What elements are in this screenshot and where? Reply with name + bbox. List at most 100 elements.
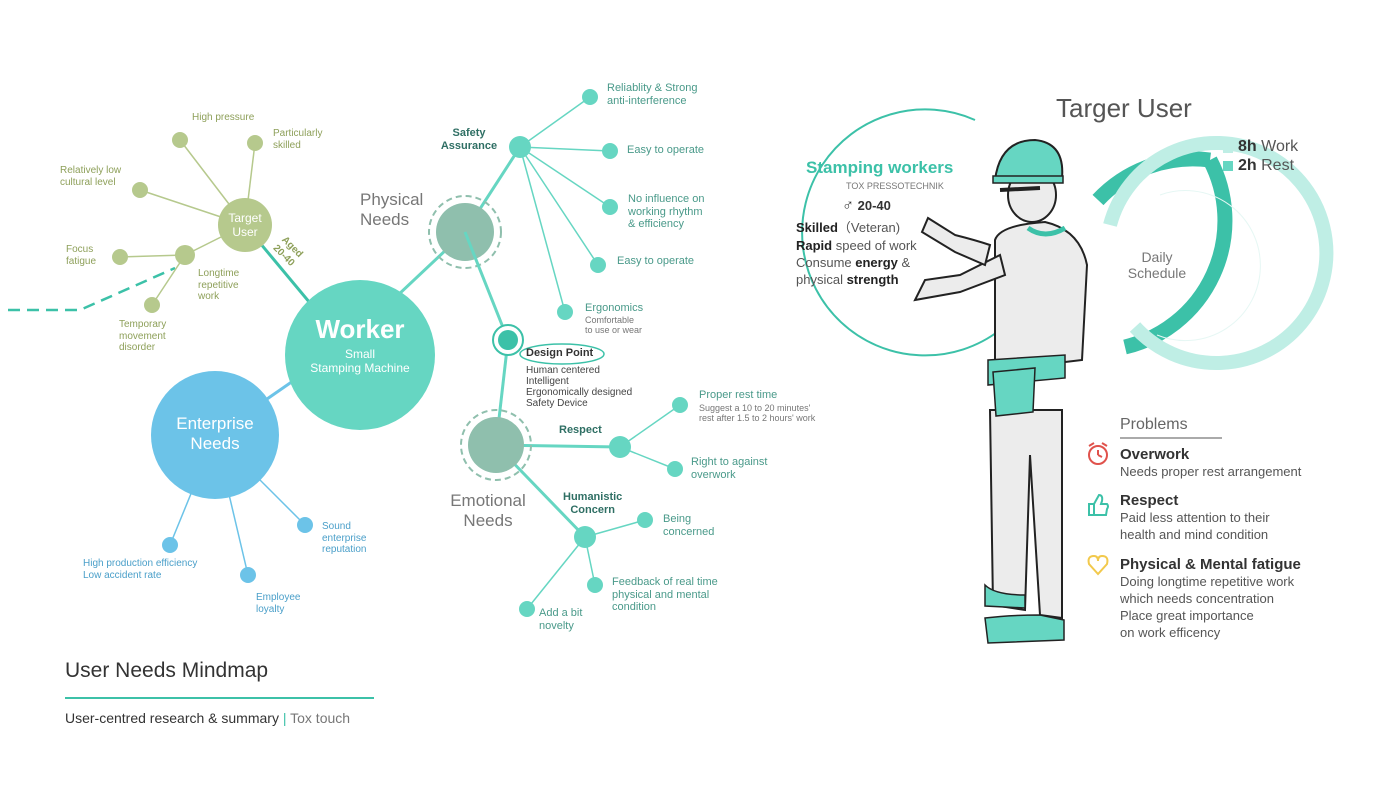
node-emotional-needs bbox=[468, 417, 524, 473]
legend-work-swatch bbox=[1223, 143, 1233, 153]
node-employee-loyalty bbox=[240, 567, 256, 583]
gender-icon: ♂ bbox=[842, 197, 854, 214]
label-feedback: Feedback of real time physical and menta… bbox=[612, 576, 718, 614]
schedule-work-arc bbox=[1123, 156, 1233, 355]
node-ergonomics bbox=[557, 304, 573, 320]
node-respect bbox=[609, 436, 631, 458]
label-novelty: Add a bit novelty bbox=[539, 607, 583, 632]
node-proper-rest bbox=[672, 397, 688, 413]
schedule-work-label: Work bbox=[1261, 138, 1299, 155]
node-reliability bbox=[582, 89, 598, 105]
label-design-point: Design Point bbox=[526, 347, 594, 359]
persona-trait-3: Consume energy & bbox=[796, 255, 911, 271]
design-point-item-2: Intelligent bbox=[526, 376, 569, 387]
footer-title: User Needs Mindmap bbox=[65, 659, 269, 682]
label-rest-sub: Suggest a 10 to 20 minutes' rest after 1… bbox=[699, 403, 816, 424]
footer-brand: Tox touch bbox=[290, 710, 351, 726]
node-focus-fatigue bbox=[112, 249, 128, 265]
entry-dashed-line bbox=[8, 266, 176, 312]
label-employee-loyalty: Employee loyalty bbox=[256, 592, 301, 615]
alarm-clock-icon bbox=[1088, 442, 1108, 465]
trait-1-rest: （Veteran) bbox=[837, 220, 901, 235]
label-low-cultural: Relatively low cultural level bbox=[60, 165, 122, 188]
label-respect: Respect bbox=[559, 424, 602, 436]
persona-name: Stamping workers bbox=[806, 158, 954, 177]
node-high-pressure bbox=[172, 132, 188, 148]
problem-3-text: Doing longtime repetitive work which nee… bbox=[1120, 574, 1295, 640]
persona-trait-4: physical strength bbox=[796, 272, 899, 288]
schedule-rest-legend: 2h Rest bbox=[1238, 157, 1294, 175]
schedule-inner-arc bbox=[1103, 136, 1334, 370]
label-no-influence: No influence on working rhythm & efficie… bbox=[628, 193, 705, 231]
label-target-user: Target User bbox=[228, 211, 262, 239]
label-emotional-needs: Emotional Needs bbox=[450, 491, 526, 530]
node-easy-operate-2 bbox=[590, 257, 606, 273]
label-ergonomics: Ergonomics bbox=[585, 302, 644, 314]
trait-3-rest: & bbox=[897, 255, 911, 270]
trait-3-bold: energy bbox=[855, 255, 898, 270]
schedule-work-legend: 8h Work bbox=[1238, 138, 1298, 156]
label-high-pressure: High pressure bbox=[192, 112, 255, 123]
label-easy-operate-1: Easy to operate bbox=[627, 144, 705, 156]
node-novelty bbox=[519, 601, 535, 617]
node-temporary-movement bbox=[144, 297, 160, 313]
node-low-cultural bbox=[132, 182, 148, 198]
label-humanistic: Humanistic Concern bbox=[563, 491, 623, 516]
node-design-point bbox=[498, 330, 518, 350]
design-point-item-1: Human centered bbox=[526, 365, 600, 376]
node-humanistic bbox=[574, 526, 596, 548]
node-enterprise-needs bbox=[151, 371, 279, 499]
persona-company: TOX PRESSOTECHNIK bbox=[846, 181, 944, 191]
label-focus-fatigue: Focus fatigue bbox=[66, 244, 97, 267]
legend-rest-swatch bbox=[1223, 161, 1233, 171]
trait-3-pre: Consume bbox=[796, 255, 856, 270]
label-physical-needs: Physical Needs bbox=[360, 190, 424, 229]
label-longtime-repetitive: Longtime repetitive work bbox=[198, 268, 240, 302]
node-target-user bbox=[218, 198, 272, 252]
node-high-production bbox=[162, 537, 178, 553]
persona-trait-2: Rapid speed of work bbox=[796, 238, 917, 254]
label-particularly-skilled: Particularly skilled bbox=[273, 128, 323, 151]
label-proper-rest: Proper rest time bbox=[699, 389, 778, 401]
footer-subtitle: User-centred research & summary bbox=[65, 710, 279, 726]
label-reliability: Reliablity & Strong anti-interference bbox=[607, 82, 698, 107]
label-high-production: High production efficiency Low accident … bbox=[83, 558, 198, 581]
problem-3-title: Physical & Mental fatigue bbox=[1120, 556, 1301, 573]
label-right-against: Right to against overwork bbox=[691, 456, 768, 481]
trait-4-pre: physical bbox=[796, 272, 847, 287]
problem-1-title: Overwork bbox=[1120, 446, 1190, 463]
label-enterprise-needs: Enterprise Needs bbox=[176, 414, 254, 453]
node-no-influence bbox=[602, 199, 618, 215]
trait-2-bold: Rapid bbox=[796, 238, 833, 253]
problem-2-text: Paid less attention to their health and … bbox=[1120, 510, 1270, 542]
node-sound-reputation bbox=[297, 517, 313, 533]
trait-4-bold: strength bbox=[846, 272, 899, 287]
footer-separator: | bbox=[282, 710, 287, 726]
design-point-item-3: Ergonomically designed bbox=[526, 387, 633, 398]
problem-2-title: Respect bbox=[1120, 492, 1179, 509]
label-being-concerned: Being concerned bbox=[663, 513, 715, 538]
persona-ring bbox=[801, 108, 1001, 357]
schedule-label: Daily Schedule bbox=[1127, 249, 1187, 282]
worker-figure bbox=[913, 138, 1089, 644]
footer-subtitle-row: User-centred research & summary | Tox to… bbox=[65, 710, 350, 726]
node-being-concerned bbox=[637, 512, 653, 528]
problem-1-text: Needs proper rest arrangement bbox=[1120, 464, 1302, 479]
node-worker bbox=[285, 280, 435, 430]
node-feedback bbox=[587, 577, 603, 593]
schedule-work-value: 8h bbox=[1238, 138, 1257, 155]
label-ergonomics-sub: Comfortable to use or wear bbox=[585, 315, 643, 336]
thumbs-up-icon bbox=[1088, 493, 1109, 516]
worker-subtitle: Small Stamping Machine bbox=[310, 347, 410, 375]
persona-age: 20-40 bbox=[857, 198, 891, 213]
schedule-rest-label: Rest bbox=[1261, 157, 1295, 174]
trait-1-bold: Skilled bbox=[796, 220, 838, 235]
label-temporary-movement: Temporary movement disorder bbox=[119, 319, 167, 353]
trait-2-rest: speed of work bbox=[832, 238, 917, 253]
design-point-outline bbox=[519, 343, 605, 365]
persona-age-row: ♂ 20-40 bbox=[842, 197, 891, 215]
label-easy-operate-2: Easy to operate bbox=[617, 255, 695, 267]
label-sound-reputation: Sound enterprise reputation bbox=[322, 521, 367, 555]
worker-title: Worker bbox=[315, 314, 405, 344]
